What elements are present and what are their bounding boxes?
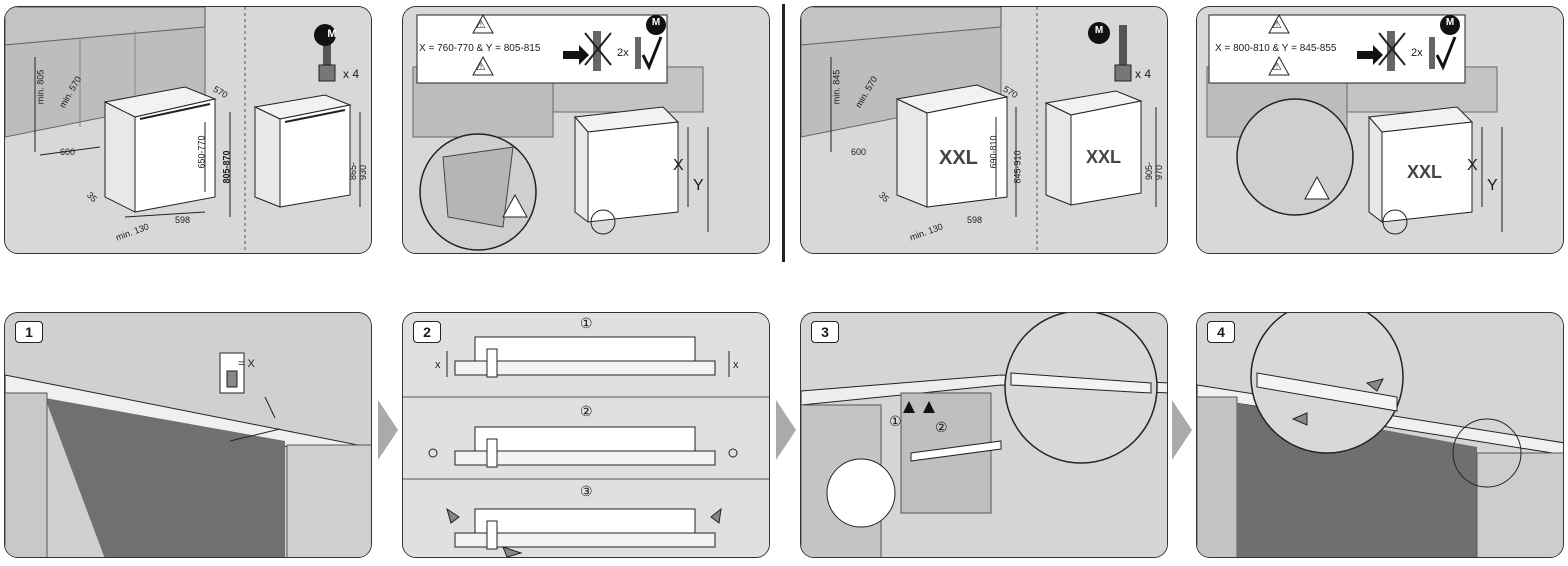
total-range-label: 805-870	[221, 150, 232, 184]
width-600-label: 600	[60, 147, 76, 157]
step-3-diagram	[801, 313, 1167, 557]
step-3-panel: 3 ① ②	[800, 312, 1168, 558]
step-1-diagram	[5, 313, 371, 557]
warning-icon: ⚠	[476, 19, 486, 31]
brand-icon: M	[1445, 17, 1455, 28]
gauge-label: = X	[238, 358, 255, 370]
step-number: 1	[15, 321, 43, 343]
xxl-badge: XXL	[1086, 147, 1122, 167]
brand-icon: M	[651, 17, 661, 28]
min-height-label: min. 845	[831, 69, 842, 105]
xxl-badge: XXL	[1407, 162, 1443, 182]
adjustment-diagram-standard	[403, 7, 769, 253]
dimensions-panel-xxl: min. 845 min. 570 600 570 XXL 690-810 84…	[800, 6, 1168, 254]
step-4-panel: 4	[1196, 312, 1564, 558]
warning-icon: ⚠	[476, 61, 486, 73]
xxl-badge: XXL	[939, 147, 978, 169]
warning-icon: ⚠	[1272, 61, 1282, 73]
dimensions-panel-standard: min. 805 min. 570 600 570 650-770 805-87…	[4, 6, 372, 254]
variant-divider	[782, 4, 785, 262]
y-dimension-label: Y	[1487, 177, 1498, 194]
y-dimension-label: Y	[693, 177, 704, 194]
sub-step-2: ②	[580, 403, 593, 419]
step-arrow	[1172, 400, 1192, 465]
x-label-left: x	[435, 359, 441, 371]
step-2-diagram	[403, 313, 769, 557]
width-598-label: 598	[175, 215, 191, 225]
step-arrow	[378, 400, 398, 465]
marker-2: ②	[935, 419, 948, 435]
quantity-label: x 4	[1135, 67, 1152, 81]
count-label: 2x	[1411, 47, 1423, 59]
right-height-label: 905-970	[1144, 161, 1164, 180]
brand-icon: M	[1094, 25, 1104, 36]
formula-text: X = 800-810 & Y = 845-855	[1215, 43, 1337, 54]
right-height-label: 865-930	[348, 161, 368, 180]
x-label-right: x	[733, 359, 739, 371]
count-label: 2x	[617, 47, 629, 59]
step-2-panel: 2 ① ② ③ x x	[402, 312, 770, 558]
brand-icon: M	[327, 28, 337, 40]
adjustment-diagram-xxl	[1197, 7, 1563, 253]
warning-icon: ⚠	[1272, 19, 1282, 31]
step-1-panel: 1 = X	[4, 312, 372, 558]
step-4-diagram	[1197, 313, 1563, 557]
step-number: 4	[1207, 321, 1235, 343]
step-arrow	[776, 400, 796, 465]
adjustment-panel-standard: X = 760-770 & Y = 805-815 2x M ⚠ ⚠ X Y	[402, 6, 770, 254]
dimensions-diagram-standard	[5, 7, 371, 253]
adjustment-panel-xxl: X = 800-810 & Y = 845-855 2x M ⚠ ⚠ XXL X…	[1196, 6, 1564, 254]
height-range-label: 650-770	[196, 135, 207, 169]
width-600-label: 600	[851, 147, 867, 157]
sub-step-1: ①	[580, 315, 593, 331]
dimensions-diagram-xxl	[801, 7, 1167, 253]
x-dimension-label: X	[1467, 157, 1478, 174]
formula-text: X = 760-770 & Y = 805-815	[419, 43, 541, 54]
total-range-label: 845-910	[1012, 150, 1023, 184]
step-number: 3	[811, 321, 839, 343]
x-dimension-label: X	[673, 157, 684, 174]
step-number: 2	[413, 321, 441, 343]
marker-1: ①	[889, 413, 902, 429]
quantity-label: x 4	[343, 67, 360, 81]
sub-step-3: ③	[580, 483, 593, 499]
height-range-label: 690-810	[988, 135, 999, 169]
width-598-label: 598	[967, 215, 983, 225]
min-height-label: min. 805	[35, 69, 46, 105]
